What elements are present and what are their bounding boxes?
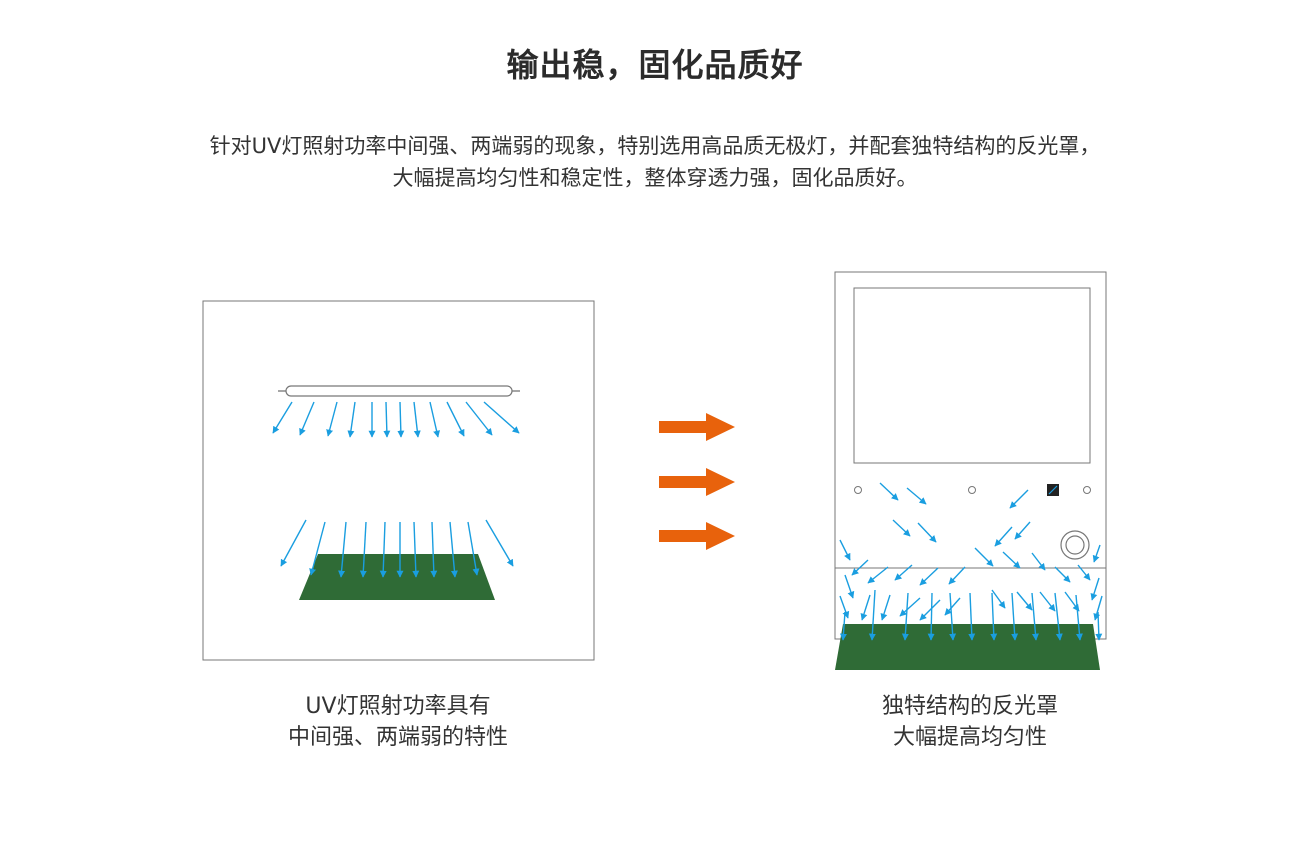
light-ray-arrow-icon	[968, 592, 976, 641]
light-ray-arrow-icon	[1054, 592, 1063, 641]
light-ray-arrow-icon	[280, 519, 307, 567]
light-ray-arrow-icon	[1039, 591, 1056, 612]
light-ray-arrow-icon	[338, 521, 347, 578]
uv-lamp-tube-icon	[278, 385, 520, 397]
left-caption-line-2: 中间强、两端弱的特性	[287, 725, 508, 750]
light-ray-arrow-icon	[397, 401, 405, 438]
light-ray-arrow-icon	[990, 592, 998, 641]
light-ray-arrow-icon	[467, 521, 480, 576]
light-ray-arrow-icon	[485, 519, 514, 567]
transition-arrow-icon	[659, 413, 735, 441]
light-ray-arrow-icon	[919, 599, 941, 621]
light-ray-arrow-icon	[1009, 489, 1029, 509]
light-ray-arrow-icon	[1014, 521, 1031, 540]
light-ray-arrow-icon	[868, 589, 876, 641]
circuit-board-icon	[835, 624, 1100, 670]
light-ray-arrow-icon	[1002, 551, 1021, 569]
light-ray-arrow-icon	[1090, 577, 1100, 601]
light-ray-arrow-icon	[465, 401, 493, 436]
light-ray-arrow-icon	[272, 401, 293, 434]
light-ray-arrow-icon	[1093, 595, 1103, 621]
left-caption-line-1: UV灯照射功率具有	[305, 694, 491, 719]
light-ray-arrow-icon	[844, 574, 855, 599]
light-ray-arrow-icon	[1064, 591, 1080, 612]
housing-window	[853, 287, 1091, 464]
light-ray-arrow-icon	[449, 521, 458, 578]
page-title: 输出稳，固化品质好	[506, 46, 804, 84]
light-ray-arrow-icon	[429, 401, 441, 438]
light-ray-arrow-icon	[974, 547, 994, 567]
light-ray-arrow-icon	[1011, 592, 1019, 641]
intro-line-2: 大幅提高均匀性和稳定性，整体穿透力强，固化品质好。	[392, 166, 918, 190]
light-ray-arrow-icon	[1092, 544, 1101, 563]
light-ray-arrow-icon	[994, 526, 1013, 547]
light-ray-arrow-icon	[949, 592, 957, 641]
light-ray-arrow-icon	[1016, 591, 1033, 611]
screw-hole	[854, 486, 862, 494]
light-ray-arrow-icon	[899, 597, 921, 617]
light-ray-arrow-icon	[326, 401, 338, 437]
light-ray-arrow-icon	[1031, 552, 1046, 571]
light-ray-arrow-icon	[879, 482, 899, 501]
left-frame	[202, 300, 595, 661]
light-ray-arrow-icon	[359, 521, 367, 578]
light-ray-arrow-icon	[919, 567, 939, 586]
housing-frame	[834, 271, 1107, 640]
light-ray-arrow-icon	[917, 522, 937, 543]
light-ray-arrow-icon	[892, 519, 911, 537]
light-ray-arrow-icon	[379, 521, 387, 578]
light-ray-arrow-icon	[851, 559, 869, 576]
transition-arrows	[659, 413, 735, 550]
transition-arrow-icon	[659, 468, 735, 496]
circuit-board-icon	[299, 554, 495, 600]
right-caption: 独特结构的反光罩 大幅提高均匀性	[770, 691, 1170, 753]
light-ray-arrow-icon	[894, 564, 913, 581]
cable-gland	[1060, 530, 1090, 560]
intro-paragraph: 针对UV灯照射功率中间强、两端弱的现象，特别选用高品质无极灯，并配套独特结构的反…	[0, 130, 1310, 194]
light-ray-arrow-icon	[839, 539, 851, 561]
light-ray-arrow-icon	[483, 401, 520, 434]
light-ray-arrow-icon	[412, 521, 420, 578]
light-ray-arrow-icon	[1031, 592, 1039, 641]
light-ray-arrow-icon	[839, 595, 850, 619]
transition-arrow-icon	[659, 522, 735, 550]
light-ray-arrow-icon	[927, 592, 935, 641]
screw-hole	[1083, 486, 1091, 494]
light-ray-arrow-icon	[906, 487, 927, 505]
light-ray-arrow-icon	[839, 611, 847, 641]
intro-line-1: 针对UV灯照射功率中间强、两端弱的现象，特别选用高品质无极灯，并配套独特结构的反…	[209, 134, 1101, 158]
screw-hole	[968, 486, 976, 494]
light-ray-arrow-icon	[299, 401, 315, 436]
right-caption-line-2: 大幅提高均匀性	[892, 725, 1047, 750]
light-ray-arrow-icon	[446, 401, 465, 437]
light-ray-arrow-icon	[1095, 611, 1103, 641]
left-caption: UV灯照射功率具有 中间强、两端弱的特性	[198, 691, 598, 753]
left-panel	[202, 300, 595, 661]
reflector-housing-icon	[834, 271, 1107, 640]
light-ray-arrow-icon	[1077, 564, 1091, 581]
light-ray-arrow-icon	[867, 566, 889, 584]
light-ray-arrow-icon	[860, 594, 871, 621]
light-ray-arrow-icon	[944, 597, 961, 616]
light-ray-arrow-icon	[430, 521, 438, 578]
right-caption-line-1: 独特结构的反光罩	[881, 694, 1058, 719]
light-ray-arrow-icon	[1054, 566, 1071, 583]
light-ray-arrow-icon	[991, 589, 1006, 609]
light-ray-arrow-icon	[1075, 594, 1083, 641]
light-ray-arrow-icon	[347, 401, 356, 438]
light-ray-arrow-icon	[948, 566, 966, 585]
left-top-rays	[272, 401, 520, 438]
right-panel	[834, 271, 1107, 670]
left-bottom-rays	[280, 519, 514, 578]
light-ray-arrow-icon	[880, 594, 891, 621]
right-rays	[839, 482, 1103, 641]
light-ray-arrow-icon	[309, 521, 326, 576]
light-ray-arrow-icon	[413, 401, 421, 438]
light-ray-arrow-icon	[901, 592, 909, 641]
light-ray-arrow-icon	[383, 401, 391, 438]
